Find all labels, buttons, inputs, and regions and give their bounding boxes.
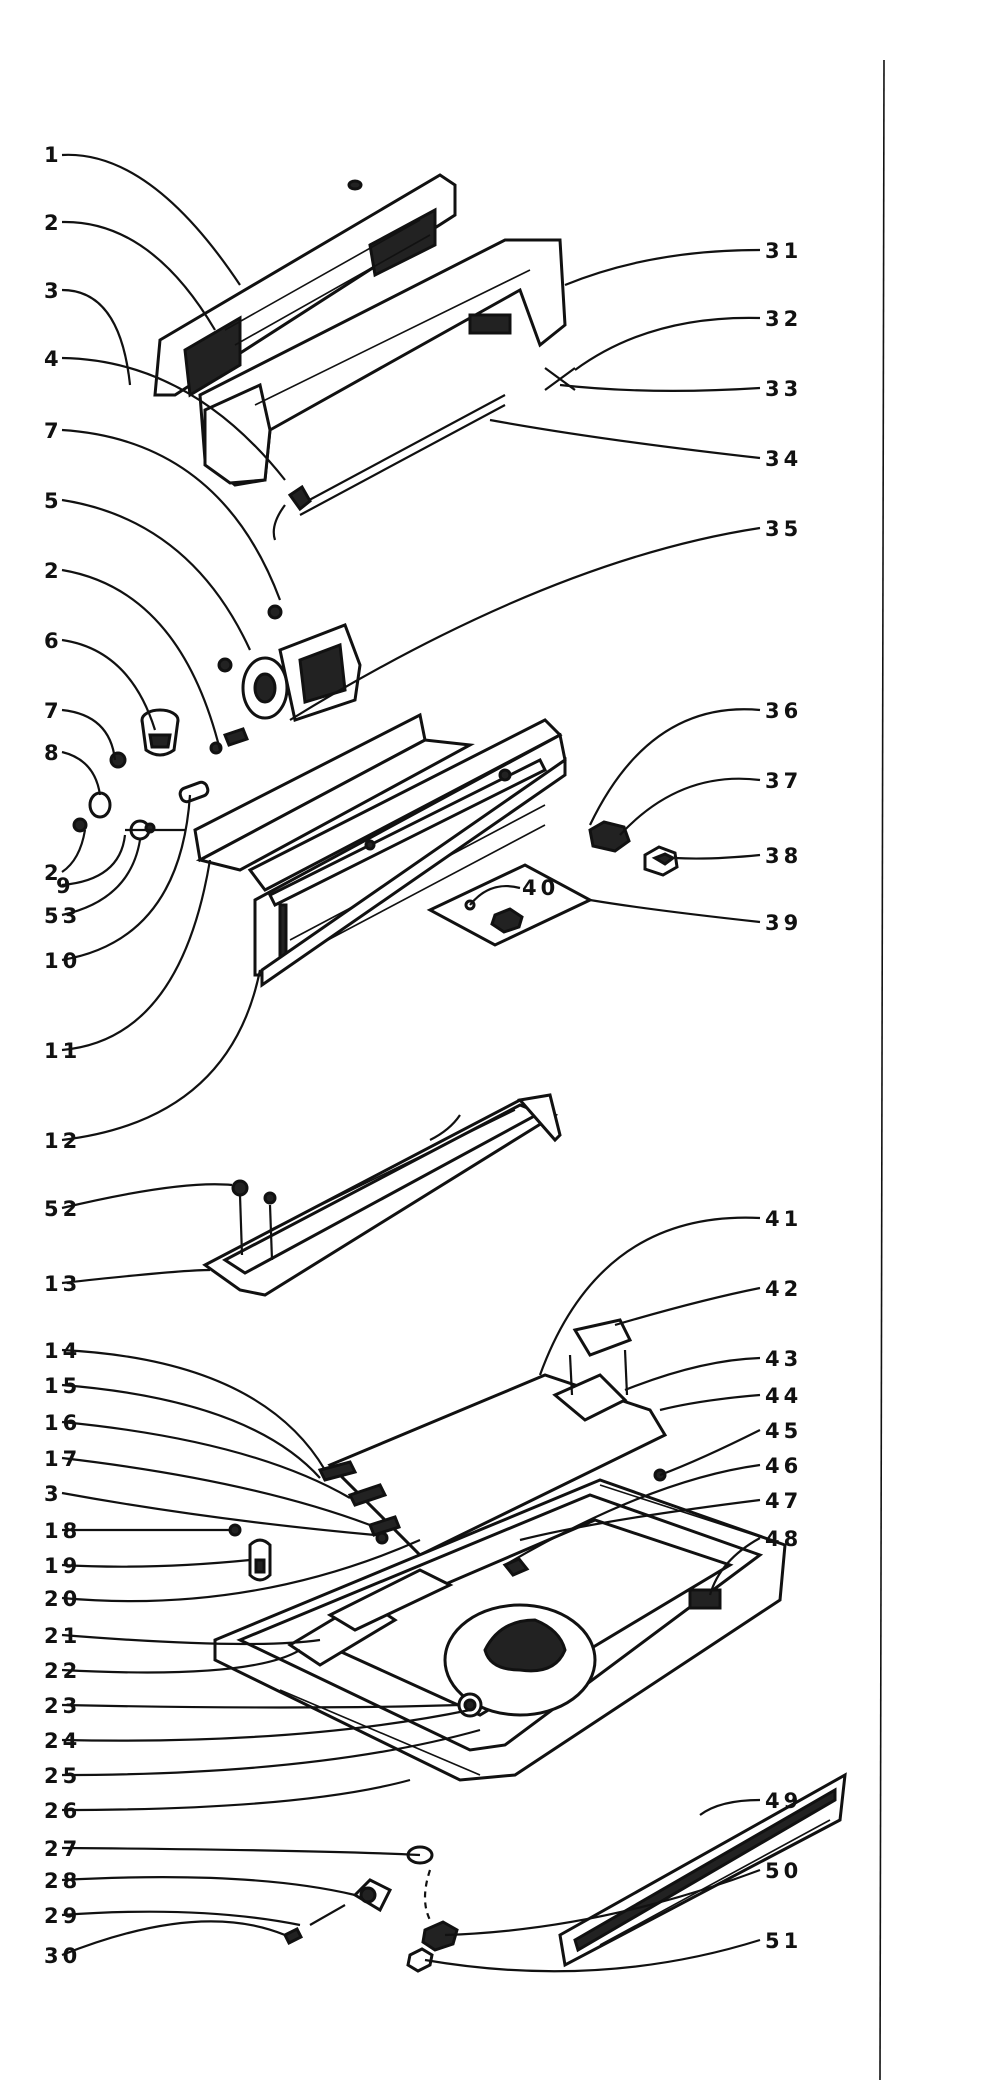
callout-label: 40 — [522, 876, 559, 900]
callout-label: 51 — [765, 1929, 802, 1953]
console-rod — [272, 367, 576, 541]
callout-label: 31 — [765, 239, 802, 263]
callout-label: 28 — [44, 1869, 81, 1893]
top-lid — [327, 1373, 668, 1557]
callout-label: 52 — [44, 1197, 81, 1221]
callout-label: 26 — [44, 1799, 81, 1823]
callout-label: 13 — [44, 1272, 81, 1296]
callout-labels-left: 1 2 3 4 7 5 2 6 7 8 2 9 53 10 11 12 52 1… — [44, 143, 81, 1968]
washer-top — [213, 1478, 787, 1782]
callout-label: 22 — [44, 1659, 81, 1683]
panel-channel — [202, 1093, 562, 1297]
callout-label: 11 — [44, 1039, 81, 1063]
callout-label: 2 — [44, 211, 63, 235]
callout-label: 34 — [765, 447, 802, 471]
callout-label: 9 — [56, 874, 75, 898]
callout-label: 29 — [44, 1904, 81, 1928]
callout-label: 14 — [44, 1339, 81, 1363]
leader-lines — [61, 153, 761, 1973]
callout-label: 2 — [44, 559, 63, 583]
callout-label: 23 — [44, 1694, 81, 1718]
control-panel-front — [193, 712, 567, 988]
callout-label: 42 — [765, 1277, 802, 1301]
top-hinge — [552, 1318, 667, 1482]
callout-label: 46 — [765, 1454, 802, 1478]
callout-label: 12 — [44, 1129, 81, 1153]
callout-label: 33 — [765, 377, 802, 401]
callout-label: 1 — [44, 143, 63, 167]
small-hardware-left — [72, 727, 249, 841]
callout-label: 25 — [44, 1764, 81, 1788]
callout-label: 5 — [44, 489, 63, 513]
callout-label: 45 — [765, 1419, 802, 1443]
callout-label: 7 — [44, 419, 63, 443]
timer-assembly — [217, 604, 362, 722]
callout-labels-right: 31 32 33 34 35 36 37 38 39 40 41 42 43 4… — [522, 239, 802, 1953]
callout-label: 49 — [765, 1789, 802, 1813]
callout-label: 35 — [765, 517, 802, 541]
console-back-panel — [153, 173, 457, 398]
callout-label: 48 — [765, 1527, 802, 1551]
callout-label: 24 — [44, 1729, 81, 1753]
panel-switches — [588, 820, 679, 877]
callout-label: 27 — [44, 1837, 81, 1861]
callout-label: 41 — [765, 1207, 802, 1231]
callout-label: 50 — [765, 1859, 802, 1883]
callout-label: 53 — [44, 904, 81, 928]
callout-label: 3 — [44, 279, 63, 303]
callout-label: 6 — [44, 629, 63, 653]
bottom-hardware — [282, 1845, 459, 1973]
callout-label: 37 — [765, 769, 802, 793]
callout-label: 38 — [765, 844, 802, 868]
callout-label: 16 — [44, 1411, 81, 1435]
callout-label: 10 — [44, 949, 81, 973]
callout-label: 30 — [44, 1944, 81, 1968]
trim-strip — [558, 1772, 847, 1968]
callout-label: 17 — [44, 1447, 81, 1471]
callout-label: 21 — [44, 1624, 81, 1648]
page-border-line — [879, 59, 885, 2081]
callout-label: 36 — [765, 699, 802, 723]
callout-label: 20 — [44, 1587, 81, 1611]
callout-label: 19 — [44, 1554, 81, 1578]
callout-label: 4 — [44, 347, 63, 371]
callout-label: 32 — [765, 307, 802, 331]
knob-part-6 — [140, 708, 180, 757]
callout-label: 47 — [765, 1489, 802, 1513]
callout-label: 43 — [765, 1347, 802, 1371]
callout-label: 44 — [765, 1384, 802, 1408]
callout-label: 15 — [44, 1374, 81, 1398]
callout-label: 2 — [44, 861, 63, 885]
callout-label: 18 — [44, 1519, 81, 1543]
callout-label: 7 — [44, 699, 63, 723]
callout-label: 8 — [44, 741, 63, 765]
callout-label: 39 — [765, 911, 802, 935]
console-housing — [198, 238, 567, 487]
callout-label: 3 — [44, 1482, 63, 1506]
panel-plate-39 — [426, 863, 594, 947]
